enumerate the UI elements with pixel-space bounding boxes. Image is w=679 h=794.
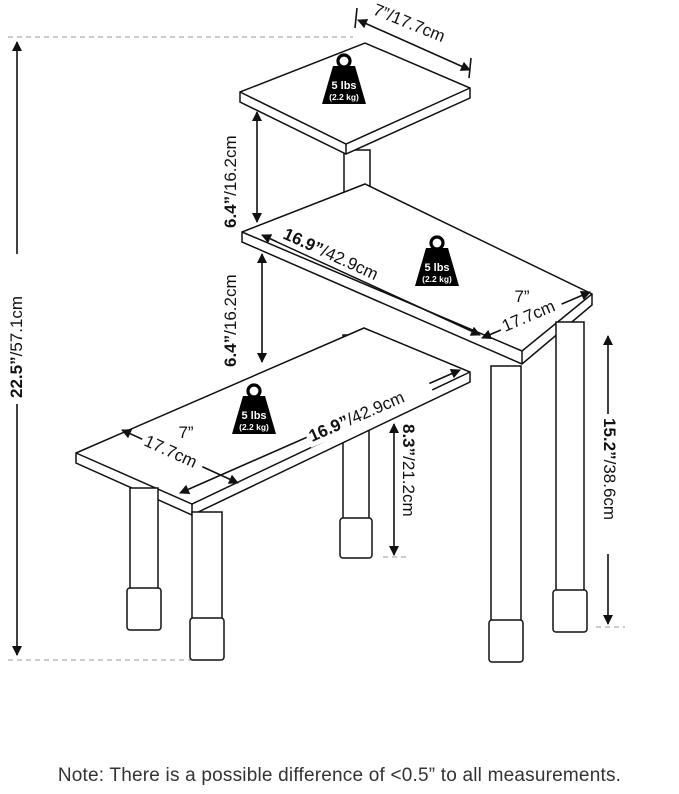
upper-gap-metric: /16.2cm [221, 135, 240, 195]
lower-gap-imperial: 6.4” [221, 335, 240, 367]
middle-front-leg [488, 365, 524, 663]
upper-gap-imperial: 6.4” [221, 196, 240, 228]
svg-text:5 lbs: 5 lbs [331, 80, 356, 92]
middle-back-leg [552, 321, 588, 633]
svg-text:6.4”/16.2cm: 6.4”/16.2cm [221, 274, 240, 367]
middle-depth-imperial: 7” [514, 287, 529, 306]
svg-text:6.4”/16.2cm: 6.4”/16.2cm [221, 135, 240, 228]
svg-text:15.2”/38.6cm: 15.2”/38.6cm [600, 418, 619, 520]
back-left-leg [339, 429, 373, 559]
bottom-leg-imperial: 8.3” [399, 424, 418, 456]
svg-text:(2.2 kg): (2.2 kg) [239, 422, 269, 432]
middle-shelf [241, 183, 593, 365]
svg-text:5 lbs: 5 lbs [241, 410, 266, 422]
middle-leg-imperial: 15.2” [600, 418, 619, 460]
reference-lines [8, 36, 625, 661]
label-lower-gap: 6.4”/16.2cm [221, 274, 240, 367]
bottom-depth-imperial: 7” [178, 423, 193, 442]
svg-text:22.5”/57.1cm: 22.5”/57.1cm [7, 296, 26, 398]
total-height-metric: /57.1cm [7, 296, 26, 356]
label-total-height: 22.5”/57.1cm [6, 254, 26, 404]
middle-leg-metric: /38.6cm [600, 460, 619, 520]
label-bottom-leg-height: 8.3”/21.2cm [399, 424, 418, 517]
weight-icon-top: 5 lbs (2.2 kg) [320, 53, 368, 106]
label-upper-gap: 6.4”/16.2cm [221, 135, 240, 228]
bottom-front-leg [189, 511, 225, 661]
label-middle-leg-height: 15.2”/38.6cm [600, 414, 620, 554]
measurement-note: Note: There is a possible difference of … [57, 765, 622, 786]
svg-text:8.3”/21.2cm: 8.3”/21.2cm [399, 424, 418, 517]
bottom-left-leg [126, 487, 162, 631]
svg-text:(2.2 kg): (2.2 kg) [422, 274, 452, 284]
bottom-leg-metric: /21.2cm [399, 456, 418, 516]
total-height-imperial: 22.5” [7, 356, 26, 398]
label-bottom-length: 16.9”/42.9cm [303, 376, 435, 448]
svg-text:5 lbs: 5 lbs [424, 262, 449, 274]
svg-text:(2.2 kg): (2.2 kg) [329, 92, 359, 102]
lower-gap-metric: /16.2cm [221, 274, 240, 334]
